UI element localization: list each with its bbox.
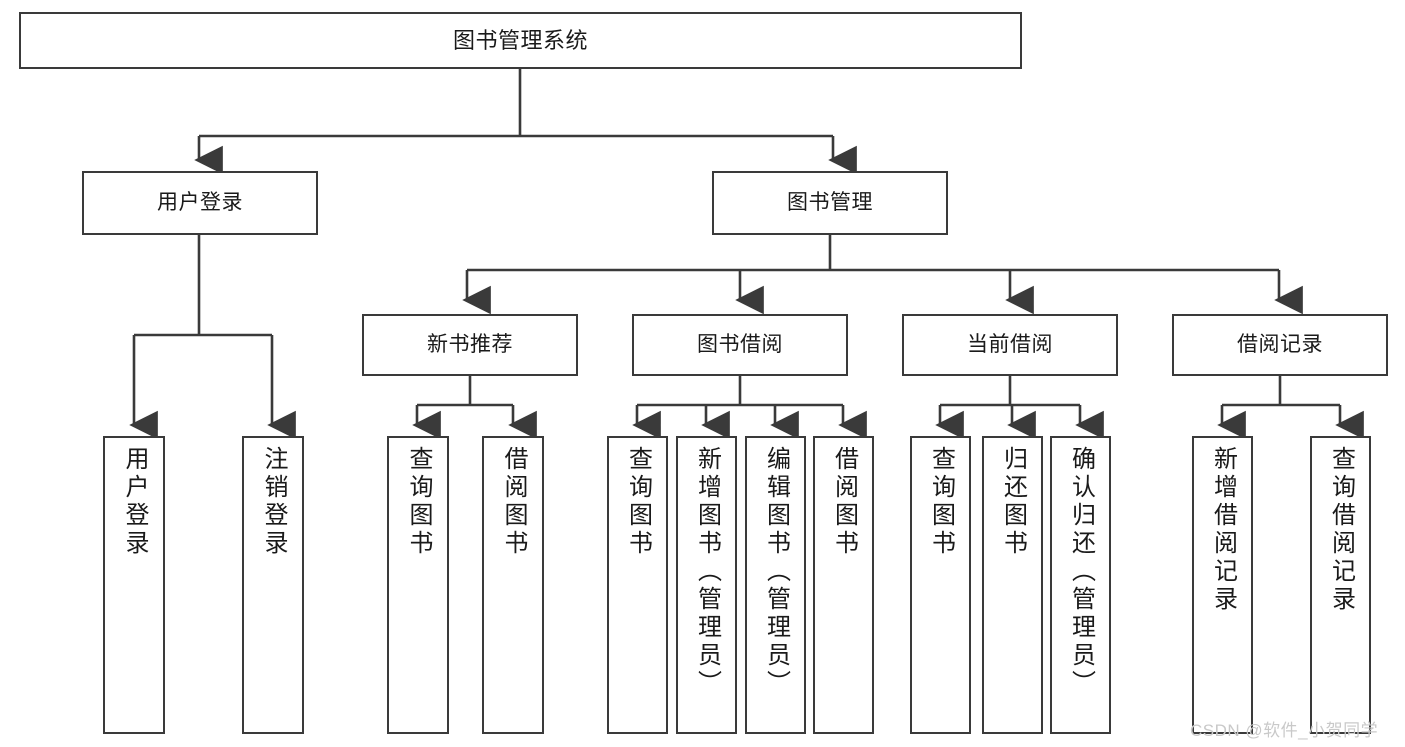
node-label: 用户登录 xyxy=(121,446,148,558)
node-user-login[interactable]: 用户登录 xyxy=(82,171,318,235)
node-book-borrow[interactable]: 图书借阅 xyxy=(632,314,848,376)
node-label: 借阅图书 xyxy=(830,446,858,558)
node-current-borrow[interactable]: 当前借阅 xyxy=(902,314,1118,376)
node-label: 查询借阅记录 xyxy=(1327,446,1355,614)
leaf-book-borrow-2[interactable]: 编辑图书（管理员） xyxy=(745,436,806,734)
leaf-user-login-1[interactable]: 注销登录 xyxy=(242,436,304,734)
node-label: 图书借阅 xyxy=(697,332,783,356)
node-root-book-management-system[interactable]: 图书管理系统 xyxy=(19,12,1022,69)
node-label: 查询图书 xyxy=(405,446,432,558)
leaf-current-borrow-1[interactable]: 归还图书 xyxy=(982,436,1043,734)
node-label: 当前借阅 xyxy=(967,332,1053,356)
node-label: 用户登录 xyxy=(157,190,243,214)
node-label: 归还图书 xyxy=(999,446,1027,558)
node-label: 注销登录 xyxy=(260,446,287,558)
node-label: 确认归还（管理员） xyxy=(1067,446,1095,698)
node-label: 图书管理 xyxy=(787,190,873,214)
node-label: 图书管理系统 xyxy=(452,27,588,53)
node-new-book-recommend[interactable]: 新书推荐 xyxy=(362,314,578,376)
node-book-management[interactable]: 图书管理 xyxy=(712,171,948,235)
node-label: 新增图书（管理员） xyxy=(693,446,721,698)
node-label: 借阅记录 xyxy=(1237,332,1323,356)
leaf-borrow-record-1[interactable]: 查询借阅记录 xyxy=(1310,436,1371,734)
node-label: 新增借阅记录 xyxy=(1209,446,1237,614)
leaf-current-borrow-0[interactable]: 查询图书 xyxy=(910,436,971,734)
leaf-current-borrow-2[interactable]: 确认归还（管理员） xyxy=(1050,436,1111,734)
node-label: 查询图书 xyxy=(927,446,955,558)
leaf-user-login-0[interactable]: 用户登录 xyxy=(103,436,165,734)
leaf-borrow-record-0[interactable]: 新增借阅记录 xyxy=(1192,436,1253,734)
csdn-watermark: CSDN @软件_小贺同学 xyxy=(1190,721,1379,740)
leaf-new-book-recommend-0[interactable]: 查询图书 xyxy=(387,436,449,734)
node-label: 编辑图书（管理员） xyxy=(762,446,790,698)
leaf-new-book-recommend-1[interactable]: 借阅图书 xyxy=(482,436,544,734)
node-label: 借阅图书 xyxy=(500,446,527,558)
node-label: 新书推荐 xyxy=(427,332,513,356)
node-borrow-record[interactable]: 借阅记录 xyxy=(1172,314,1388,376)
node-label: 查询图书 xyxy=(624,446,652,558)
leaf-book-borrow-0[interactable]: 查询图书 xyxy=(607,436,668,734)
leaf-book-borrow-3[interactable]: 借阅图书 xyxy=(813,436,874,734)
leaf-book-borrow-1[interactable]: 新增图书（管理员） xyxy=(676,436,737,734)
